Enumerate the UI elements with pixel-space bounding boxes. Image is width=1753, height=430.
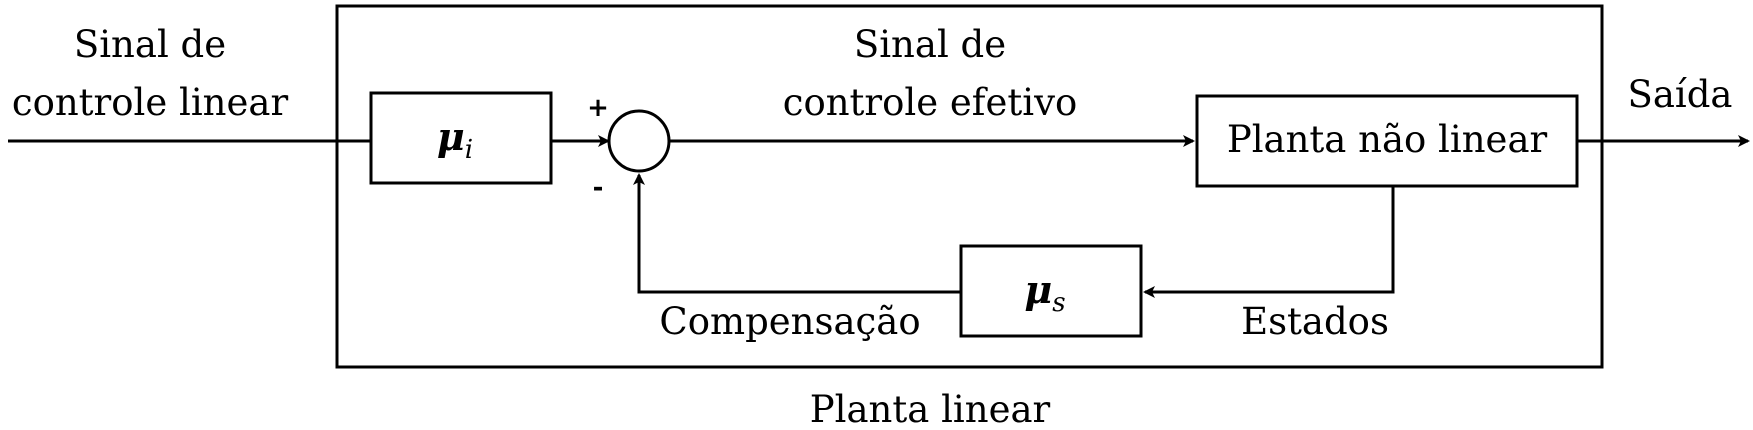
minus-sign: - [593,173,604,203]
input-label-line1: Sinal de [74,23,226,66]
states-label: Estados [1241,300,1389,343]
summing-junction [607,109,671,173]
mu-i-label: μi [437,114,473,165]
output-label: Saída [1628,73,1733,116]
nonlinear-plant-label: Planta não linear [1227,118,1548,161]
states-feedback-arrow [1143,186,1395,298]
mu-i-block [369,91,553,185]
linear-plant-label: Planta linear [810,388,1051,430]
effective-label-line1: Sinal de [854,23,1006,66]
plus-sign: + [587,93,609,123]
compensation-arrow [633,173,961,294]
effective-label-line2: controle efetivo [783,81,1078,124]
compensation-label: Compensação [659,300,920,343]
linear-plant-boundary [335,4,1604,369]
nonlinear-plant-block [1195,94,1579,188]
mu-s-label: μs [1024,267,1065,318]
input-label-line2: controle linear [12,81,289,124]
mu-s-block [959,244,1143,338]
